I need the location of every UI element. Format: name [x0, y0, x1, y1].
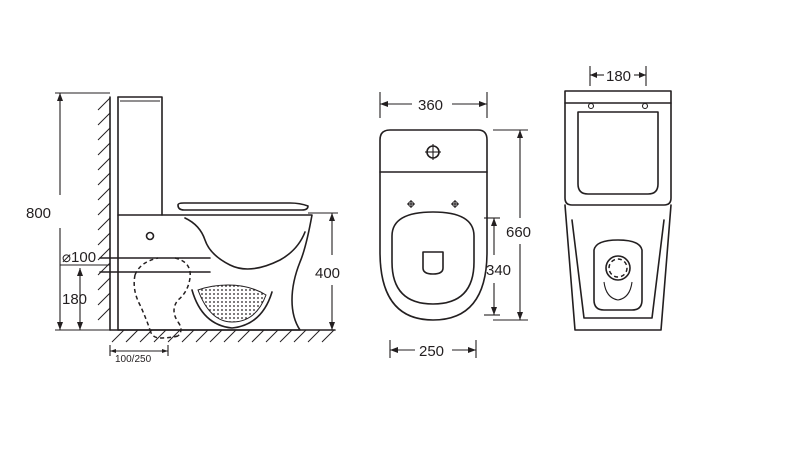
trap-water: [197, 284, 267, 323]
pipe-diameter-label: ⌀100: [62, 249, 96, 266]
wall-hatching: [97, 97, 111, 321]
bowl-top-outline: [379, 171, 488, 321]
side-height-label: 800: [26, 205, 51, 222]
top-depth-label: 660: [506, 224, 531, 241]
seat-fixing-holes-icon: [407, 200, 459, 208]
cistern-top: [379, 129, 488, 173]
top-base-width-label: 250: [419, 343, 444, 360]
side-view: 800 ⌀100 180 400 100/250: [26, 92, 340, 365]
drain-outline: [422, 251, 444, 275]
hidden-trapway: [173, 257, 191, 323]
seat-lid: [177, 202, 309, 211]
cistern-outline: [117, 96, 163, 216]
outlet-height-label: 180: [62, 291, 87, 308]
rear-outlet: [593, 239, 643, 311]
seat-opening: [391, 211, 475, 305]
flush-button-icon: [425, 144, 441, 160]
bowl-height-label: 400: [315, 265, 340, 282]
rear-hole-spacing-label: 180: [606, 68, 631, 85]
top-view: 360 250: [379, 92, 531, 360]
rear-pedestal-outline: [564, 204, 672, 331]
bowl-body: [117, 214, 313, 331]
rear-cistern-outline: [564, 90, 672, 104]
outlet-offset-label: 100/250: [115, 354, 152, 365]
top-seat-depth-label: 340: [486, 262, 511, 279]
floor-hatching: [111, 329, 335, 343]
rear-view: 180: [564, 66, 672, 331]
top-width-label: 360: [418, 97, 443, 114]
